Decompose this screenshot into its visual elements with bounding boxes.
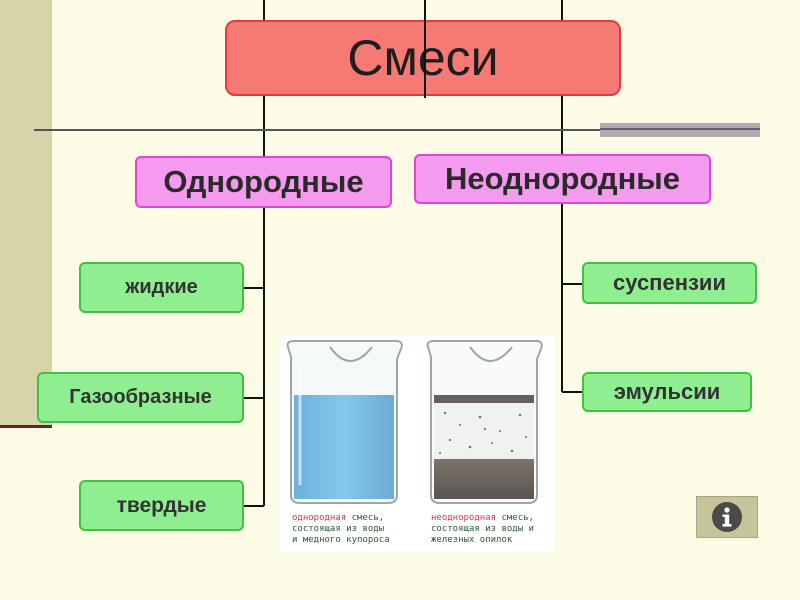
caption-highlight: неоднородная xyxy=(431,513,497,523)
title-text: Смеси xyxy=(347,30,499,86)
category-heterogeneous-box: Неоднородные xyxy=(414,154,711,204)
homogeneous-photo-caption: однородная смесь, состоящая из воды и ме… xyxy=(292,513,390,546)
subtype-suspension-label: суспензии xyxy=(613,270,726,295)
decorative-grey-block xyxy=(600,123,760,137)
homogeneous-beaker-icon xyxy=(286,340,403,504)
side-accent-underline xyxy=(0,425,52,428)
subtype-solid-label: твердые xyxy=(116,493,207,517)
caption-text: железных опилок xyxy=(431,535,513,545)
caption-text: смесь, xyxy=(496,513,534,523)
subtype-liquid-box: жидкие xyxy=(79,262,244,313)
subtype-suspension-box: суспензии xyxy=(582,262,757,304)
category-heterogeneous-label: Неоднородные xyxy=(444,161,681,196)
decorative-grey-line xyxy=(600,128,760,130)
subtype-liquid-label: жидкие xyxy=(125,276,198,298)
subtype-emulsion-label: эмульсии xyxy=(613,379,721,404)
category-homogeneous-box: Однородные xyxy=(135,156,392,208)
subtype-gaseous-label: Газообразные xyxy=(69,386,212,408)
heterogeneous-beaker-icon xyxy=(426,340,543,504)
caption-highlight: однородная xyxy=(292,513,347,523)
caption-text: состоящая из воды и xyxy=(431,524,534,534)
subtype-solid-box: твердые xyxy=(79,480,244,531)
title-box: Смеси xyxy=(225,20,621,96)
category-homogeneous-label: Однородные xyxy=(163,164,364,199)
caption-text: и медного купороса xyxy=(292,535,390,545)
horizontal-rule xyxy=(34,129,624,131)
caption-text: состоящая из воды xyxy=(292,524,385,534)
side-accent-bar xyxy=(0,0,52,425)
subtype-gaseous-box: Газообразные xyxy=(37,372,244,423)
title-center-line xyxy=(424,20,426,98)
heterogeneous-photo-caption: неоднородная смесь, состоящая из воды и … xyxy=(431,513,534,546)
info-icon xyxy=(712,502,742,532)
caption-text: смесь, xyxy=(346,513,385,523)
beakers-illustration xyxy=(286,340,543,504)
subtype-emulsion-box: эмульсии xyxy=(582,372,752,412)
info-button[interactable] xyxy=(696,496,758,538)
